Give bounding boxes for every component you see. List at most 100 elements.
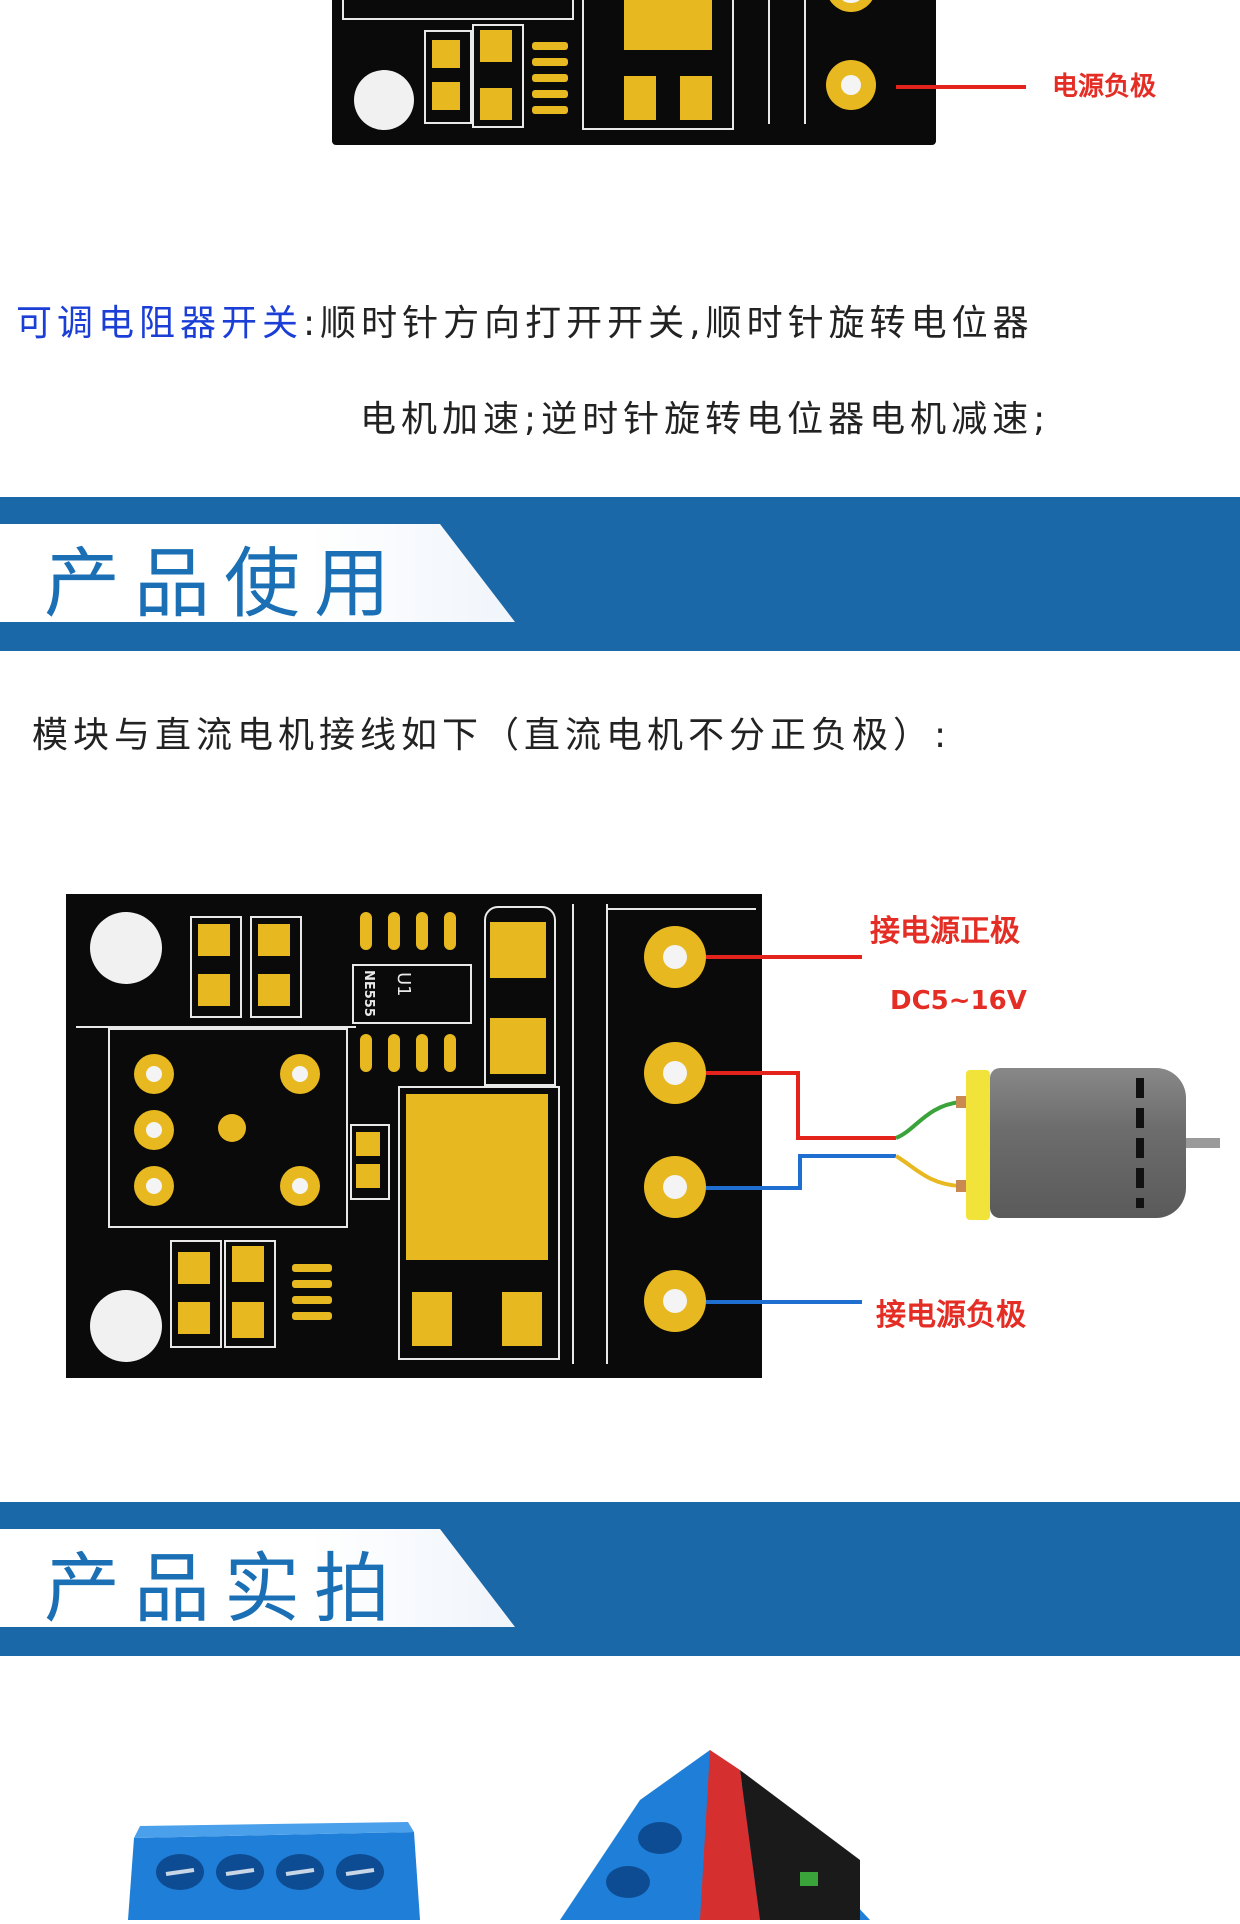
ic-pin bbox=[292, 1312, 332, 1320]
smd-pad bbox=[258, 924, 290, 956]
pcb-silk-outline bbox=[190, 916, 242, 1018]
ic-pin bbox=[292, 1280, 332, 1288]
potentiometer-pad bbox=[134, 1110, 174, 1150]
product-photo bbox=[0, 1660, 1240, 1920]
mounting-hole bbox=[90, 912, 162, 984]
positive-input-label: 接电源正极 bbox=[870, 914, 1020, 949]
ic-pin bbox=[360, 912, 372, 950]
top-negative-wire bbox=[896, 85, 1026, 89]
motor-terminal bbox=[956, 1180, 968, 1192]
pcb-silk-line bbox=[76, 1026, 356, 1028]
smd-pad bbox=[258, 974, 290, 1006]
section-banner-photo: 产品实拍 bbox=[0, 1502, 1240, 1656]
smd-pad bbox=[432, 40, 460, 68]
smd-pad bbox=[490, 1018, 546, 1074]
mounting-hole bbox=[354, 70, 414, 130]
wiring-lines bbox=[706, 955, 968, 1304]
terminal-pad-motor-b bbox=[644, 1156, 706, 1218]
pcb-silk-outline bbox=[342, 0, 574, 20]
wiring-instruction: 模块与直流电机接线如下（直流电机不分正负极）: bbox=[32, 715, 952, 756]
section-banner-usage: 产品使用 bbox=[0, 497, 1240, 651]
pcb-silk-outline bbox=[224, 1240, 276, 1348]
pcb-silk-outline bbox=[170, 1240, 222, 1348]
smd-pad bbox=[198, 924, 230, 956]
smd-pad bbox=[624, 76, 656, 120]
terminal-pad bbox=[826, 60, 876, 110]
motor-end-cap bbox=[966, 1070, 990, 1220]
pcb-silk-outline bbox=[484, 906, 556, 1086]
pcb-silk-line bbox=[606, 904, 608, 1364]
banner-tab bbox=[0, 524, 515, 622]
pcb-silk-line bbox=[606, 908, 756, 910]
top-negative-label: 电源负极 bbox=[1052, 72, 1157, 102]
motor-vent-slots bbox=[1136, 1078, 1144, 1208]
smd-pad bbox=[432, 82, 460, 110]
motor-wire-blue bbox=[706, 1154, 896, 1190]
smd-pad bbox=[178, 1302, 210, 1334]
potentiometer-pad bbox=[134, 1054, 174, 1094]
smd-pad bbox=[232, 1302, 264, 1338]
terminal-block-left-top bbox=[134, 1822, 414, 1838]
potentiometer-pad bbox=[134, 1166, 174, 1206]
terminal-pad-motor-a bbox=[644, 1042, 706, 1104]
smd-pad bbox=[412, 1292, 452, 1346]
pcb-silk-outline bbox=[472, 24, 524, 128]
ic-pin bbox=[292, 1296, 332, 1304]
smd-pad bbox=[480, 88, 512, 120]
pcb-silk-outline bbox=[804, 0, 806, 124]
terminal-pad-positive-in bbox=[644, 926, 706, 988]
ic-pin bbox=[532, 74, 568, 82]
ic-pin bbox=[360, 1034, 372, 1072]
pcb-silk-outline bbox=[350, 1124, 390, 1200]
description-line-1: 可调电阻器开关:顺时针方向打开开关,顺时针旋转电位器 bbox=[16, 294, 1034, 346]
section-title-usage: 产品使用 bbox=[44, 539, 404, 628]
smd-pad bbox=[178, 1252, 210, 1284]
dc-motor bbox=[990, 1068, 1186, 1218]
smd-pad bbox=[356, 1132, 380, 1156]
pcb-silk-outline bbox=[582, 0, 734, 130]
smd-pad bbox=[356, 1164, 380, 1188]
smd-pad bbox=[480, 30, 512, 62]
description-line-2: 电机加速;逆时针旋转电位器电机减速; bbox=[360, 399, 1051, 440]
pcb-silk-outline bbox=[768, 0, 770, 124]
ic-pin bbox=[388, 1034, 400, 1072]
pcb-red-right bbox=[700, 1750, 760, 1920]
potentiometer-switch-label: 可调电阻器开关 bbox=[16, 303, 304, 344]
smd-pad bbox=[680, 76, 712, 120]
negative-input-label: 接电源负极 bbox=[876, 1298, 1026, 1333]
pcb-board-right bbox=[740, 1770, 860, 1920]
ic-pin bbox=[388, 912, 400, 950]
ic-pin bbox=[292, 1264, 332, 1272]
motor-wire-red bbox=[706, 1071, 896, 1140]
terminal-block-left bbox=[128, 1832, 420, 1920]
mosfet-tab-pad bbox=[406, 1094, 548, 1260]
pcb-silk-outline bbox=[250, 916, 302, 1018]
ic-pin bbox=[532, 106, 568, 114]
motor-lead-green bbox=[895, 1100, 961, 1140]
terminal-pad-negative-in bbox=[644, 1270, 706, 1332]
motor-shaft bbox=[1186, 1138, 1220, 1148]
mosfet-outline bbox=[398, 1086, 560, 1360]
product-photo-art bbox=[128, 1750, 870, 1920]
ic-pin bbox=[416, 1034, 428, 1072]
potentiometer-pad bbox=[280, 1166, 320, 1206]
section-title-photo: 产品实拍 bbox=[44, 1544, 404, 1633]
ic-pin bbox=[532, 58, 568, 66]
chip-outline: U1 NE555 bbox=[352, 964, 472, 1024]
motor-terminal bbox=[956, 1096, 968, 1108]
potentiometer-pad bbox=[280, 1054, 320, 1094]
pcb-silk-outline bbox=[424, 30, 472, 124]
smd-pad bbox=[624, 0, 712, 50]
smd-pad bbox=[502, 1292, 542, 1346]
banner-tab bbox=[0, 1529, 515, 1627]
top-pcb-board bbox=[332, 0, 936, 145]
smd-pad bbox=[232, 1246, 264, 1282]
wiring-pcb-board: U1 NE555 bbox=[66, 894, 762, 1378]
potentiometer-outline bbox=[108, 1028, 348, 1228]
smd-pad bbox=[198, 974, 230, 1006]
mounting-hole bbox=[90, 1290, 162, 1362]
ic-pin bbox=[532, 90, 568, 98]
ic-pin bbox=[444, 912, 456, 950]
pcb-silk-line bbox=[572, 904, 574, 1364]
smd-pad bbox=[490, 922, 546, 978]
